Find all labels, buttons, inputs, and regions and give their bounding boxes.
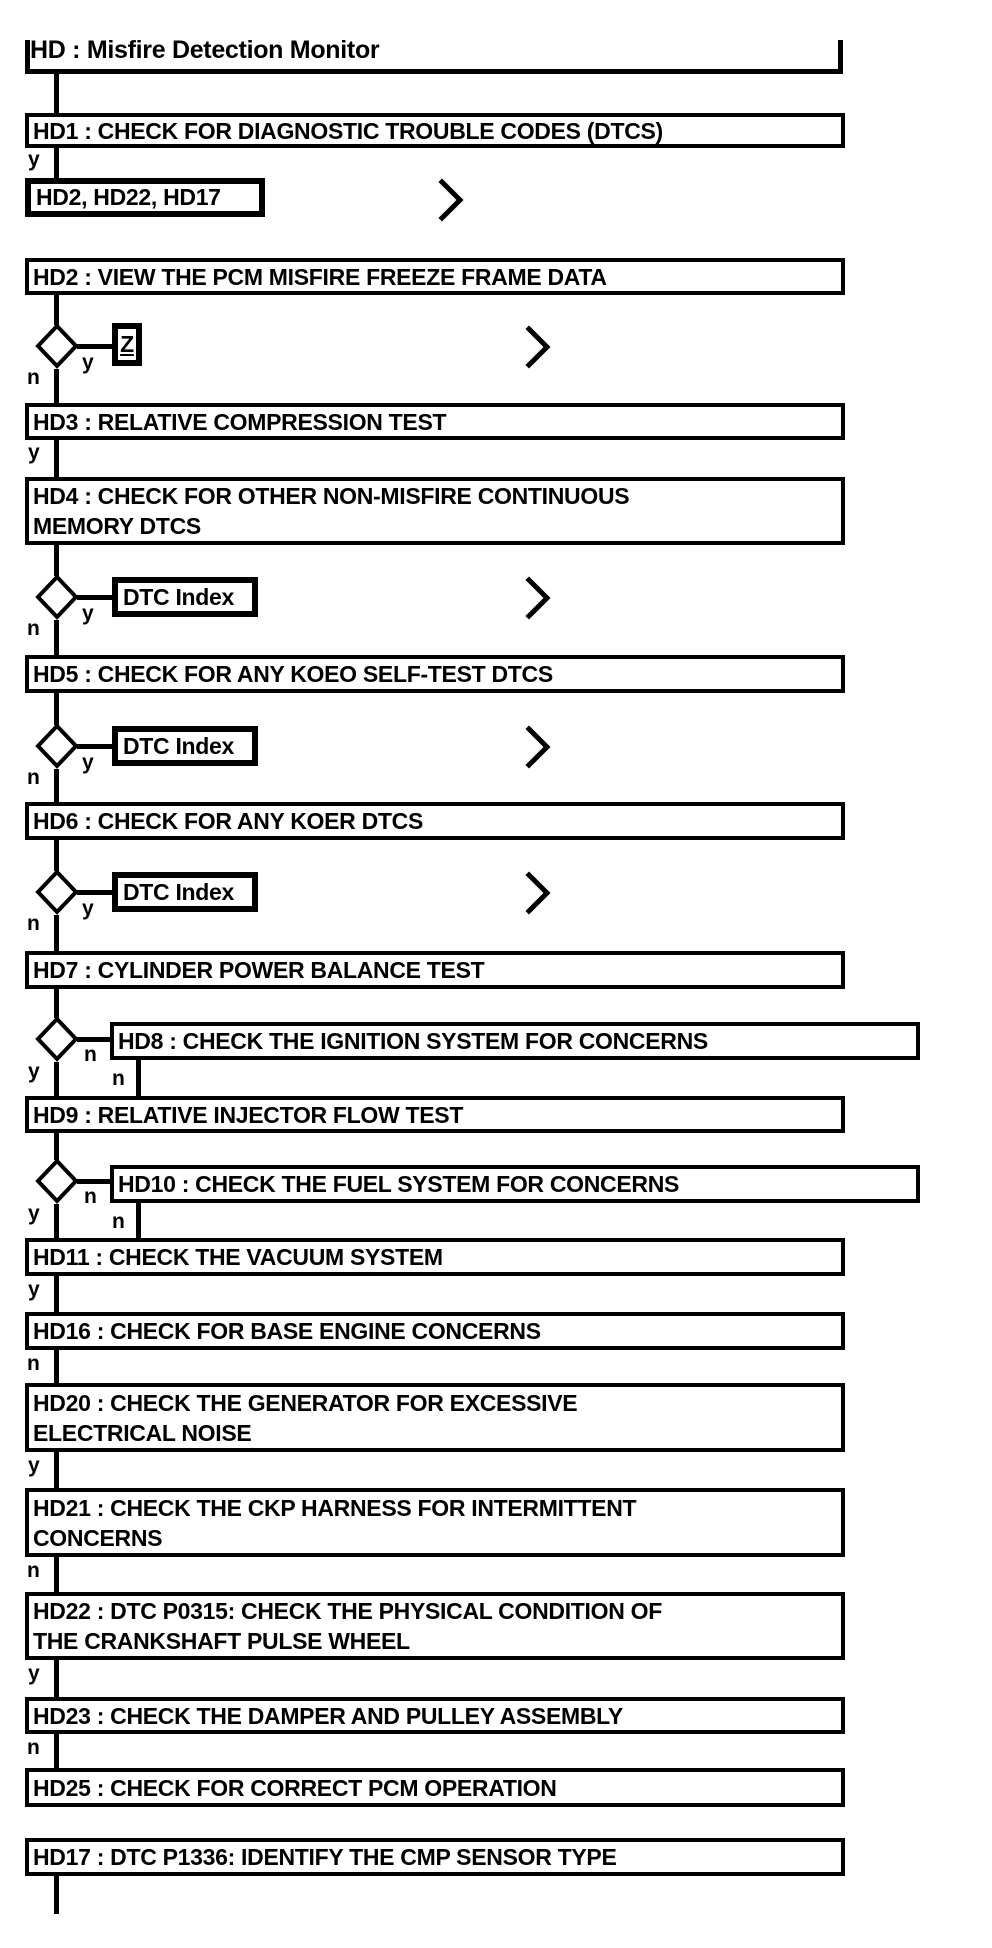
branch-label-no: n [27, 1559, 40, 1582]
flow-box-hd10: HD10 : CHECK THE FUEL SYSTEM FOR CONCERN… [110, 1165, 920, 1203]
flow-box-hd4: HD4 : CHECK FOR OTHER NON-MISFIRE CONTIN… [25, 477, 845, 545]
branch-label-yes: y [82, 751, 94, 774]
branch-label-no: n [27, 912, 40, 935]
branch-label-yes: y [28, 1454, 40, 1477]
flow-box-hd2: HD2 : VIEW THE PCM MISFIRE FREEZE FRAME … [25, 258, 845, 295]
referral-box-dtc-index: DTC Index [112, 726, 258, 766]
flow-box-hd1: HD1 : CHECK FOR DIAGNOSTIC TROUBLE CODES… [25, 113, 845, 148]
branch-label-yes: y [28, 1202, 40, 1225]
connector-line [77, 890, 112, 895]
branch-label-yes: y [82, 351, 94, 374]
referral-box-pinpoint-z: Z [112, 323, 142, 366]
branch-label-yes: y [28, 1278, 40, 1301]
flow-box-hd16: HD16 : CHECK FOR BASE ENGINE CONCERNS [25, 1312, 845, 1350]
branch-label-no: n [27, 617, 40, 640]
branch-label-no: n [27, 1352, 40, 1375]
flow-box-hd8: HD8 : CHECK THE IGNITION SYSTEM FOR CONC… [110, 1022, 920, 1060]
flow-box-hd9: HD9 : RELATIVE INJECTOR FLOW TEST [25, 1096, 845, 1133]
connector-line [54, 74, 59, 113]
flow-box-hd17: HD17 : DTC P1336: IDENTIFY THE CMP SENSO… [25, 1838, 845, 1876]
decision-diamond [35, 1158, 79, 1204]
connector-line [54, 1734, 59, 1768]
decision-diamond [35, 869, 79, 915]
connector-line [77, 344, 112, 349]
connector-line [54, 1276, 59, 1312]
connector-line [77, 1037, 110, 1042]
connector-line [54, 1660, 59, 1697]
connector-line [54, 915, 59, 951]
branch-label-no: n [27, 1736, 40, 1759]
title-rule-tick-right [838, 40, 843, 74]
branch-label-no: n [27, 366, 40, 389]
flow-box-hd6: HD6 : CHECK FOR ANY KOER DTCS [25, 802, 845, 840]
flow-box-hd5: HD5 : CHECK FOR ANY KOEO SELF-TEST DTCS [25, 655, 845, 693]
connector-line [77, 595, 112, 600]
flow-box-hd23: HD23 : CHECK THE DAMPER AND PULLEY ASSEM… [25, 1697, 845, 1734]
flow-box-hd3: HD3 : RELATIVE COMPRESSION TEST [25, 403, 845, 440]
connector-line [54, 1350, 59, 1383]
flow-title: HD : Misfire Detection Monitor [30, 36, 380, 64]
branch-label-no: n [112, 1067, 125, 1090]
offpage-chevron-icon [525, 325, 551, 369]
title-rule [25, 69, 843, 74]
connector-line [54, 369, 59, 403]
flow-box-hd7: HD7 : CYLINDER POWER BALANCE TEST [25, 951, 845, 989]
title-rule-tick-left [25, 40, 30, 74]
flow-box-hd11: HD11 : CHECK THE VACUUM SYSTEM [25, 1238, 845, 1276]
offpage-chevron-icon [525, 725, 551, 769]
referral-box-dtc-list: HD2, HD22, HD17 [25, 178, 265, 217]
offpage-chevron-icon [525, 871, 551, 915]
branch-label-yes: y [28, 441, 40, 464]
branch-label-yes: y [82, 602, 94, 625]
connector-line [54, 989, 59, 1018]
connector-line [54, 440, 59, 477]
branch-label-no: n [112, 1210, 125, 1233]
connector-line [54, 1133, 59, 1160]
connector-line [54, 620, 59, 655]
connector-line [136, 1203, 141, 1238]
flow-box-hd21: HD21 : CHECK THE CKP HARNESS FOR INTERMI… [25, 1488, 845, 1557]
connector-line [54, 1557, 59, 1592]
branch-label-yes: y [82, 897, 94, 920]
branch-label-yes: y [28, 1060, 40, 1083]
connector-line [77, 1179, 110, 1184]
flow-box-hd25: HD25 : CHECK FOR CORRECT PCM OPERATION [25, 1768, 845, 1807]
connector-line [54, 148, 59, 178]
connector-line [54, 295, 59, 325]
flow-box-hd20: HD20 : CHECK THE GENERATOR FOR EXCESSIVE… [25, 1383, 845, 1452]
connector-line [77, 744, 112, 749]
decision-diamond [35, 723, 79, 769]
connector-line [54, 1204, 59, 1238]
branch-label-no: n [84, 1043, 97, 1066]
decision-diamond [35, 574, 79, 620]
offpage-chevron-icon [525, 576, 551, 620]
branch-label-yes: y [28, 1662, 40, 1685]
connector-line [54, 545, 59, 576]
pinpoint-z-label: Z [120, 331, 134, 357]
flow-box-hd22: HD22 : DTC P0315: CHECK THE PHYSICAL CON… [25, 1592, 845, 1660]
offpage-chevron-icon [438, 178, 464, 222]
branch-label-yes: y [28, 148, 40, 171]
branch-label-no: n [27, 766, 40, 789]
connector-line [54, 1062, 59, 1096]
branch-label-no: n [84, 1185, 97, 1208]
referral-box-dtc-index: DTC Index [112, 577, 258, 617]
decision-diamond [35, 1016, 79, 1062]
connector-line [54, 1876, 59, 1914]
connector-line [54, 769, 59, 802]
connector-line [54, 1452, 59, 1488]
connector-line [54, 840, 59, 871]
decision-diamond [35, 323, 79, 369]
connector-line [54, 693, 59, 725]
referral-box-dtc-index: DTC Index [112, 872, 258, 912]
connector-line [136, 1060, 141, 1096]
